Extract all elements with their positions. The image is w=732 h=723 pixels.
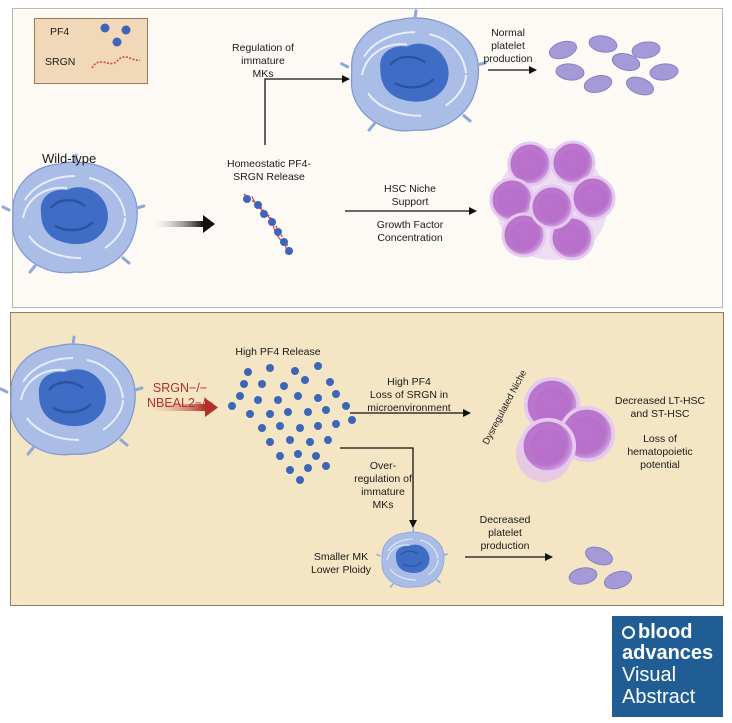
pf4-dot — [312, 452, 320, 460]
legend-srgn-label: SRGN — [45, 56, 76, 68]
high-pf4-dots — [228, 362, 356, 484]
pf4-dot — [246, 410, 254, 418]
logo-line3: Visual — [622, 664, 677, 686]
pf4-dot — [296, 476, 304, 484]
pf4-dot — [326, 378, 334, 386]
pf4-dot — [332, 420, 340, 428]
pf4-dot — [291, 367, 299, 375]
pf4-dot — [236, 392, 244, 400]
logo-line1: blood — [622, 622, 717, 643]
immature-mk — [340, 9, 487, 133]
pf4-dot — [301, 376, 309, 384]
blood-advances-logo: blood advances Visual Abstract — [612, 616, 723, 717]
pf4-dot — [322, 462, 330, 470]
pf4-dot — [274, 396, 282, 404]
pf4-dot — [284, 408, 292, 416]
pf4-srgn-complex — [243, 193, 293, 255]
knockout-megakaryocyte — [0, 335, 144, 457]
logo-mark — [622, 626, 635, 639]
legend-pf4-label: PF4 — [50, 26, 70, 38]
pf4-dot — [276, 452, 284, 460]
few-platelets — [567, 543, 635, 593]
pf4-dot — [348, 416, 356, 424]
pf4-dot — [332, 390, 340, 398]
pf4-dot — [294, 392, 302, 400]
pf4-dot — [266, 364, 274, 372]
pf4-dot — [314, 394, 322, 402]
wildtype-megakaryocyte — [1, 153, 146, 275]
pf4-dot — [322, 406, 330, 414]
legend-srgn-strand — [91, 56, 141, 69]
pf4-dot — [324, 436, 332, 444]
dysregulated-hsc-cluster — [516, 376, 616, 482]
pf4-dot — [258, 380, 266, 388]
pf4-dot — [276, 422, 284, 430]
high-pf4-release-label: High PF4 Release — [235, 346, 321, 358]
pf4-dot — [240, 380, 248, 388]
pf4-dot — [254, 396, 262, 404]
pf4-dot — [304, 464, 312, 472]
overregulation-arrow — [340, 447, 417, 528]
pf4-dot — [342, 402, 350, 410]
pf4-dot — [286, 436, 294, 444]
pf4-dot — [244, 368, 252, 376]
knockout-main-arrow — [143, 404, 205, 411]
pf4-dot — [294, 450, 302, 458]
genotype-label: SRGN−/−NBEAL2−/− — [146, 381, 213, 410]
pf4-dot — [296, 424, 304, 432]
pf4-dot — [280, 382, 288, 390]
logo-line4: Abstract — [622, 686, 696, 708]
hsc-cluster — [489, 140, 616, 261]
pf4-dot — [228, 402, 236, 410]
logo-line2: advances — [622, 642, 714, 664]
pf4-dot — [286, 466, 294, 474]
normal-platelets — [546, 33, 680, 99]
regulation-arrow — [264, 75, 350, 145]
pf4-dot — [314, 362, 322, 370]
legend-pf4-dots — [100, 23, 131, 47]
wildtype-main-arrow — [148, 221, 203, 227]
pf4-dot — [266, 410, 274, 418]
pf4-dot — [314, 422, 322, 430]
pf4-dot — [258, 424, 266, 432]
pf4-dot — [304, 408, 312, 416]
small-mk — [376, 527, 449, 589]
wildtype-label: Wild-type — [42, 151, 97, 166]
pf4-dot — [306, 438, 314, 446]
homeostatic-release-label: Homeostatic PF4-SRGN Release — [226, 158, 312, 183]
pf4-dot — [266, 438, 274, 446]
